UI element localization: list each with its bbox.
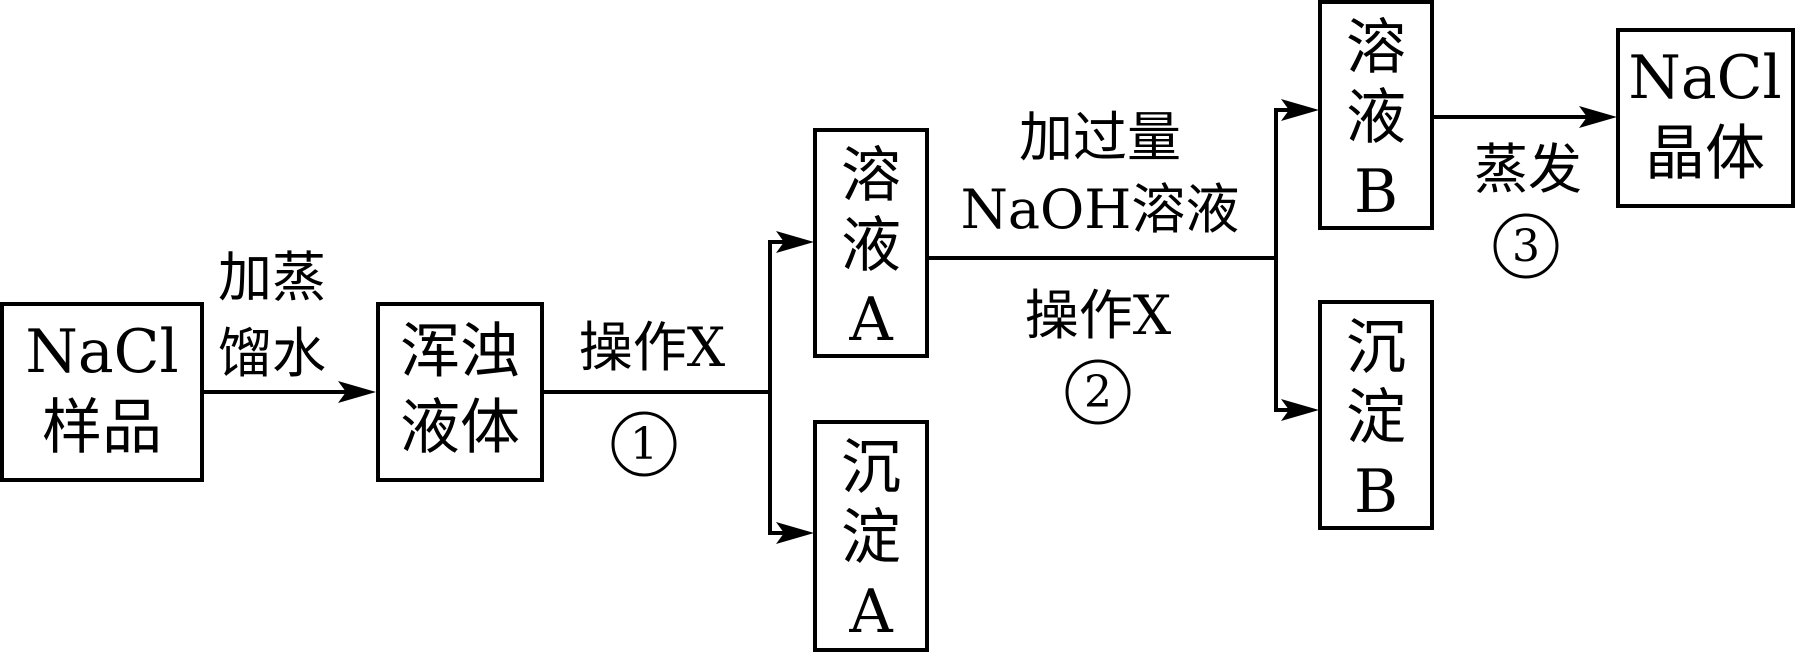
node-turbid-liquid-line1: 浑浊 (400, 317, 520, 387)
step-2-circle (1065, 359, 1131, 425)
node-solution-b-line1: 溶 (1346, 13, 1406, 83)
label-add-naoh: 加过量 NaOH溶液 (961, 106, 1240, 241)
node-nacl-sample-line1: NaCl (25, 317, 178, 387)
node-nacl-sample: NaCl 样品 (0, 302, 204, 482)
node-nacl-crystal-line2: 晶体 (1645, 119, 1765, 189)
node-precipitate-b: 沉 淀 B (1318, 300, 1434, 530)
label-add-naoh-line2: NaOH溶液 (961, 178, 1240, 241)
arrowhead-to-precipitate-a (776, 522, 814, 544)
label-operation-1-text: 操作X (579, 316, 726, 379)
node-precipitate-a: 沉 淀 A (813, 420, 929, 652)
arrowhead-to-solution-b (1281, 99, 1319, 121)
label-add-water-line1: 加蒸 (218, 246, 326, 309)
node-solution-a-line2: 液 (841, 211, 901, 281)
node-solution-a: 溶 液 A (813, 128, 929, 358)
node-solution-b: 溶 液 B (1318, 0, 1434, 230)
label-operation-1: 操作X 1 (579, 316, 726, 477)
node-precipitate-a-line2: 淀 (841, 503, 901, 573)
label-add-water-line2: 馏水 (218, 322, 326, 385)
node-nacl-crystal: NaCl 晶体 (1616, 28, 1795, 208)
label-operation-2-text: 操作X (1025, 284, 1172, 347)
node-nacl-sample-line2: 样品 (42, 393, 162, 463)
step-1-number: 1 (630, 419, 658, 470)
step-3-number: 3 (1512, 221, 1540, 272)
node-precipitate-a-line1: 沉 (841, 433, 901, 503)
arrowhead-to-precipitate-b (1281, 399, 1319, 421)
label-operation-2: 操作X 2 (1025, 284, 1172, 425)
label-add-naoh-line1: 加过量 (1019, 106, 1181, 169)
node-solution-b-line3: B (1354, 157, 1398, 227)
node-turbid-liquid-line2: 液体 (400, 393, 520, 463)
label-evaporate: 蒸发 3 (1474, 138, 1582, 279)
arrowhead-sample-to-turbid (338, 381, 376, 403)
node-solution-a-line3: A (848, 285, 893, 355)
node-precipitate-b-line2: 淀 (1346, 383, 1406, 453)
step-1-circle (611, 411, 677, 477)
node-solution-b-line2: 液 (1346, 83, 1406, 153)
arrowhead-to-solution-a (776, 231, 814, 253)
node-precipitate-b-line1: 沉 (1346, 313, 1406, 383)
node-nacl-crystal-line1: NaCl (1628, 43, 1781, 113)
label-add-water: 加蒸 馏水 (218, 246, 326, 385)
node-solution-a-line1: 溶 (841, 141, 901, 211)
node-precipitate-a-line3: A (848, 577, 893, 647)
node-turbid-liquid: 浑浊 液体 (376, 302, 544, 482)
label-evaporate-text: 蒸发 (1474, 138, 1582, 201)
step-2-number: 2 (1084, 367, 1112, 418)
node-precipitate-b-line3: B (1354, 457, 1398, 527)
step-3-circle (1493, 213, 1559, 279)
arrowhead-solution-b-to-crystal (1579, 106, 1617, 128)
